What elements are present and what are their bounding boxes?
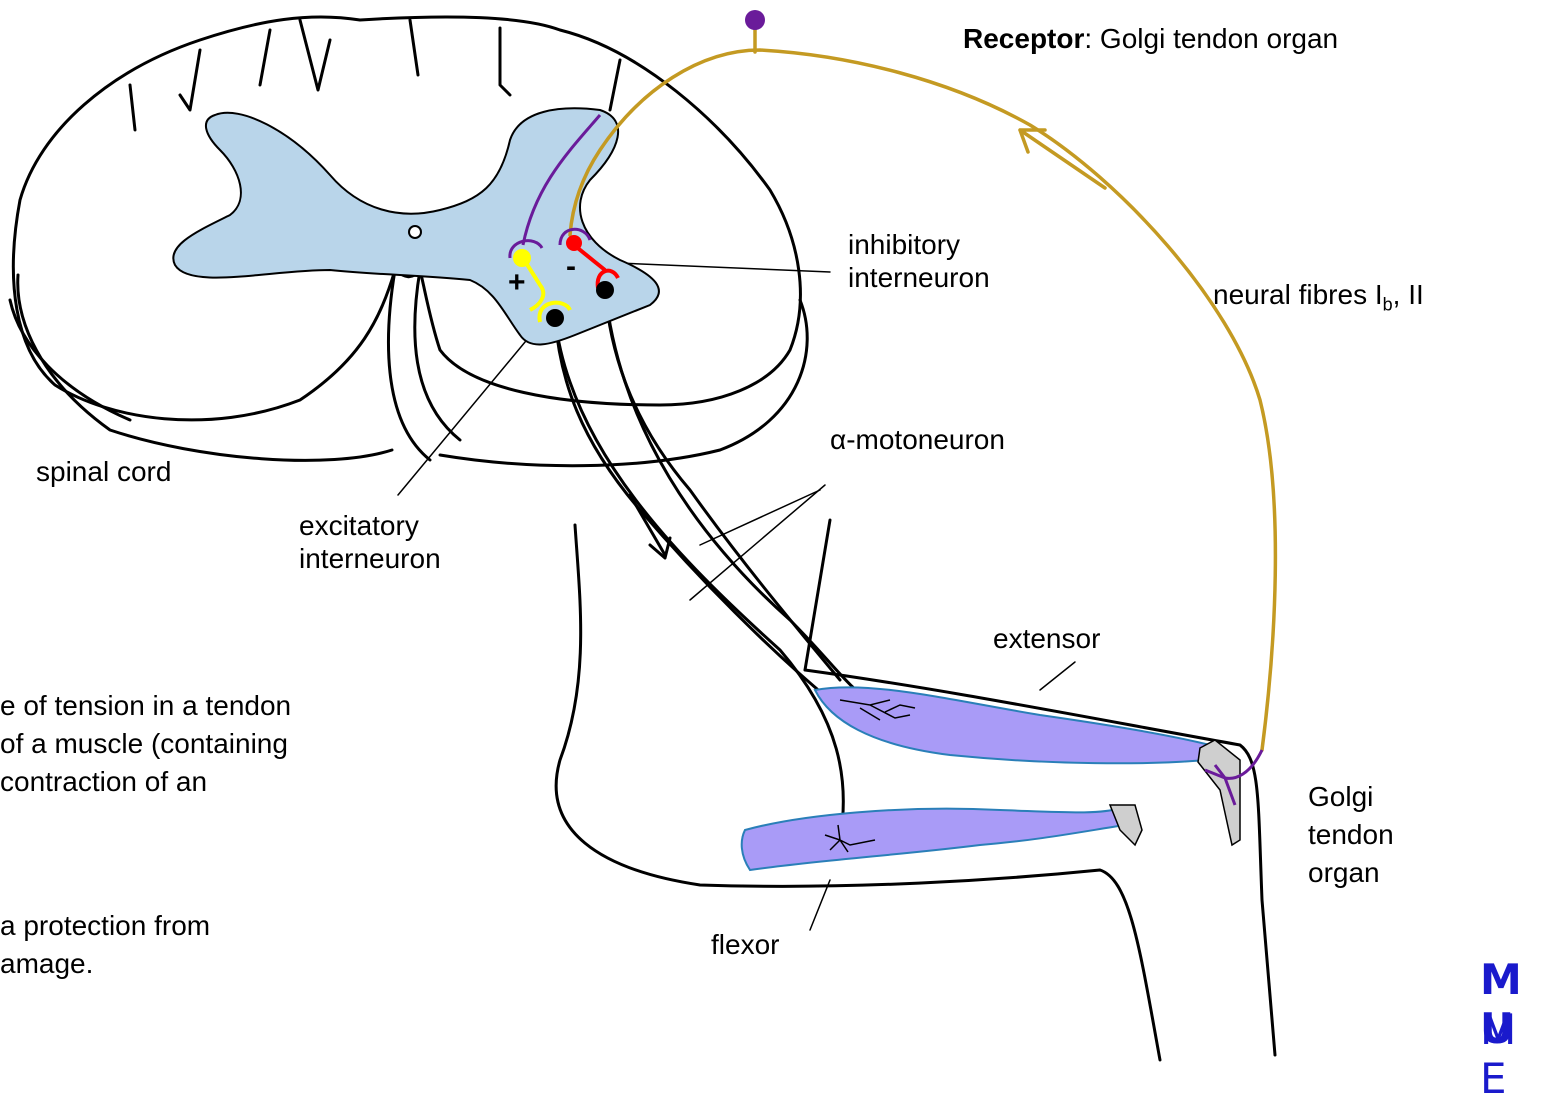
logo-line-2: M E [1480, 1005, 1567, 1103]
motoneuron-body-extensor [596, 281, 614, 299]
extensor-muscle [815, 687, 1210, 763]
body-text-line: a protection from [0, 908, 210, 944]
axon-to-flexor [555, 318, 843, 840]
inhibitory-sign: - [566, 250, 576, 283]
afferent-arrow [1020, 130, 1105, 188]
spinal-cord-label: spinal cord [36, 455, 171, 488]
body-text-line: contraction of an [0, 764, 207, 800]
receptor-label: Receptor: Golgi tendon organ [963, 22, 1338, 55]
reflex-diagram [0, 0, 1567, 1072]
inhibitory-interneuron-body [566, 235, 582, 251]
motor-root [555, 318, 830, 700]
limb-front [556, 525, 1160, 1060]
excitatory-sign: + [508, 266, 526, 299]
golgi-tendon-organ-label: Golgi tendon organ [1308, 778, 1394, 892]
excitatory-interneuron-label: excitatory interneuron [299, 509, 441, 575]
motor-arrow [630, 495, 665, 555]
flexor-muscle [742, 808, 1125, 870]
extensor-tendon [1198, 740, 1240, 845]
afferent-fibre [570, 50, 1275, 750]
spinal-cord-base-right [440, 300, 807, 466]
spinal-cord-base-inner [10, 300, 130, 420]
alpha-motoneuron-label: α-motoneuron [830, 423, 1005, 456]
central-canal [409, 226, 421, 238]
extensor-label: extensor [993, 622, 1100, 655]
excitatory-interneuron-body [513, 249, 531, 267]
inhibitory-interneuron-label: inhibitory interneuron [848, 228, 990, 294]
flexor-label: flexor [711, 928, 779, 961]
body-text-line: amage. [0, 946, 93, 982]
body-text-line: e of tension in a tendon [0, 688, 291, 724]
axon-to-extensor [605, 290, 870, 700]
body-text-line: of a muscle (containing [0, 726, 288, 762]
motoneuron-body-flexor [546, 309, 564, 327]
posterior-fissure [300, 20, 330, 90]
dorsal-ganglion-dot [745, 10, 765, 30]
spinal-cord-base [18, 275, 392, 460]
anterior-fissure [388, 270, 430, 460]
neural-fibres-label: neural fibres Ib, II [1213, 278, 1424, 322]
